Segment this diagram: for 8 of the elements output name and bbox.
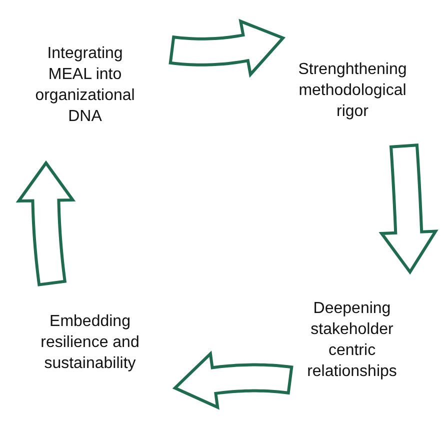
- step-label: Integrating MEAL into organizational DNA: [34, 44, 136, 127]
- step-label: Strenghthening methodological rigor: [297, 60, 408, 122]
- step-label: Deepening stakeholder centric relationships: [306, 299, 398, 382]
- step-label: Embedding resilience and sustainability: [40, 312, 140, 374]
- block-arrow: [378, 144, 438, 275]
- block-arrow: [16, 160, 76, 286]
- block-arrow: [168, 18, 286, 78]
- block-arrow: [172, 350, 294, 410]
